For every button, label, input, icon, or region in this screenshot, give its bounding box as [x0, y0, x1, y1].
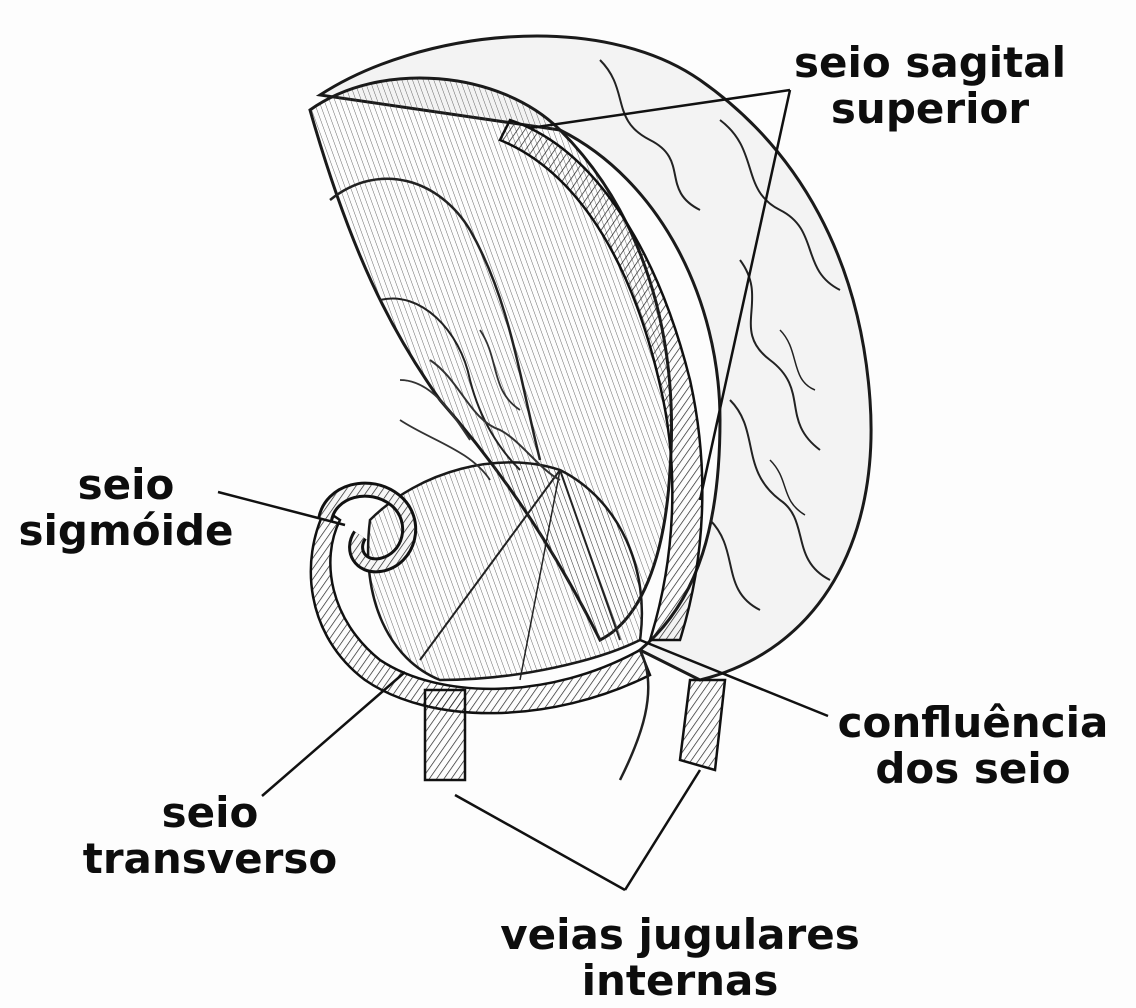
label-superior-sagittal-sinus: seio sagital superior: [780, 40, 1080, 132]
label-transverso-line2: transverso: [70, 836, 350, 882]
leader-jugular-1: [455, 795, 625, 890]
label-transverso-line1: seio: [70, 790, 350, 836]
label-confluencia-line2: dos seio: [810, 746, 1136, 792]
leader-transverso: [262, 672, 405, 796]
label-sagital-line1: seio sagital: [780, 40, 1080, 86]
label-sigmoide-line1: seio: [0, 462, 252, 508]
label-sigmoid-sinus: seio sigmóide: [0, 462, 252, 554]
label-internal-jugular-veins: veias jugulares internas: [470, 912, 890, 1004]
label-jugulares-line1: veias jugulares: [470, 912, 890, 958]
label-jugulares-line2: internas: [470, 958, 890, 1004]
label-sagital-line2: superior: [780, 86, 1080, 132]
label-transverse-sinus: seio transverso: [70, 790, 350, 882]
label-sigmoide-line2: sigmóide: [0, 508, 252, 554]
label-confluence-of-sinuses: confluência dos seio: [810, 700, 1136, 792]
label-confluencia-line1: confluência: [810, 700, 1136, 746]
leader-jugular-2: [625, 770, 700, 890]
